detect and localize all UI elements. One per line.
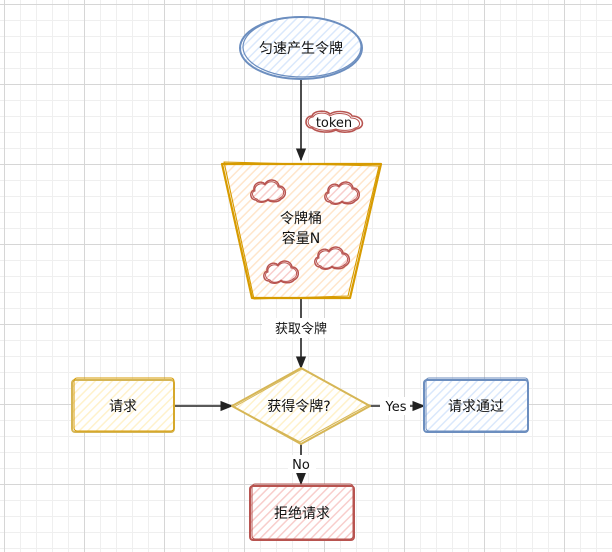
- token-bucket[interactable]: 令牌桶 容量N: [220, 161, 383, 300]
- request-node[interactable]: 请求: [71, 377, 175, 433]
- token-label: token: [316, 116, 352, 131]
- edge-label-no: No: [292, 458, 310, 473]
- pass-node[interactable]: 请求通过: [423, 377, 529, 433]
- reject-node[interactable]: 拒绝请求: [249, 483, 355, 541]
- bucket-label-line1: 令牌桶: [280, 210, 322, 227]
- decision-node-label: 获得令牌?: [267, 398, 330, 415]
- edge-label-yes: Yes: [385, 400, 407, 415]
- edge-label-bg: [262, 318, 340, 338]
- bucket-label-line2: 容量N: [282, 230, 320, 247]
- token-badge: token: [305, 110, 364, 133]
- start-node-label: 匀速产生令牌: [259, 40, 343, 57]
- request-node-label: 请求: [109, 399, 137, 415]
- edge-label-take-token: 获取令牌: [275, 321, 327, 337]
- reject-node-label: 拒绝请求: [274, 506, 330, 522]
- no-label-bg: [288, 455, 316, 473]
- decision-node[interactable]: 获得令牌?: [231, 367, 371, 445]
- token-cloud-icon: [305, 110, 364, 133]
- yes-label-bg: [380, 397, 410, 415]
- start-node[interactable]: 匀速产生令牌: [239, 16, 363, 80]
- pass-node-label: 请求通过: [448, 399, 504, 415]
